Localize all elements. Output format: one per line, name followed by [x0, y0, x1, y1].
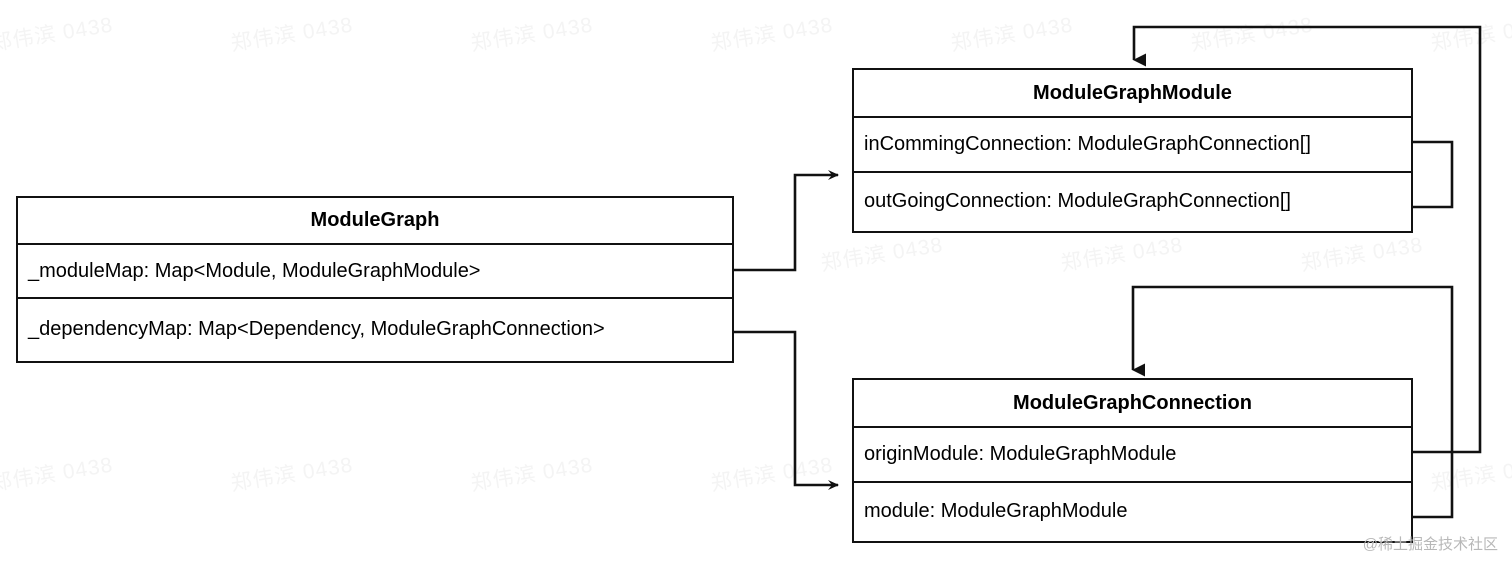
class-name-module-graph: ModuleGraph	[18, 198, 732, 245]
connector-dependencymap-to-connection	[734, 330, 839, 490]
class-name-module-graph-module: ModuleGraphModule	[854, 70, 1411, 118]
class-box-module-graph-connection[interactable]: ModuleGraphConnection originModule: Modu…	[852, 378, 1413, 543]
class-attribute-module-graph-module-1: outGoingConnection: ModuleGraphConnectio…	[854, 171, 1411, 230]
connector-module-to-connection	[1131, 285, 1454, 519]
connector-incomming-outgoing-loop	[1413, 140, 1454, 209]
class-box-module-graph-module[interactable]: ModuleGraphModule inCommingConnection: M…	[852, 68, 1413, 233]
class-box-module-graph[interactable]: ModuleGraph _moduleMap: Map<Module, Modu…	[16, 196, 734, 363]
class-attribute-module-graph-connection-0: originModule: ModuleGraphModule	[864, 443, 1177, 465]
class-attribute-module-graph-module-0: inCommingConnection: ModuleGraphConnecti…	[864, 133, 1311, 155]
class-attribute-module-graph-0: _moduleMap: Map<Module, ModuleGraphModul…	[28, 259, 481, 282]
connector-originmodule-to-module	[1132, 25, 1482, 454]
class-name-module-graph-connection: ModuleGraphConnection	[854, 380, 1411, 428]
site-credit-watermark: @稀土掘金技术社区	[1362, 536, 1498, 553]
class-attribute-module-graph-connection-1: module: ModuleGraphModule	[854, 481, 1411, 540]
connector-modulemap-to-module	[734, 170, 839, 272]
class-attribute-module-graph-1: _dependencyMap: Map<Dependency, ModuleGr…	[18, 297, 732, 360]
